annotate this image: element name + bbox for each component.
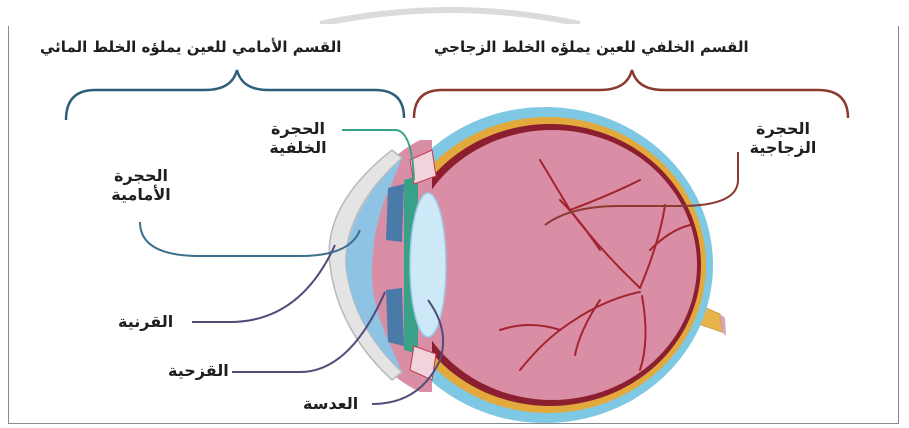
anterior-chamber-label-line2: الأمامية [96, 185, 186, 204]
posterior-section-bracket [414, 70, 848, 118]
anterior-chamber-leader [140, 222, 360, 256]
anterior-chamber-label: الحجرة الأمامية [96, 166, 186, 204]
lens-label: العدسة [303, 394, 358, 413]
lens-shape [410, 193, 446, 337]
iris-shape-lower [386, 288, 404, 346]
anterior-section-bracket [66, 70, 404, 120]
vitreous-chamber-label: الحجرة الزجاجية [738, 119, 828, 157]
posterior-section-label: القسم الخلفي للعين يملؤه الخلط الزجاجي [434, 38, 749, 56]
posterior-chamber-label: الحجرة الخلفية [258, 119, 338, 157]
vitreous-body [407, 130, 697, 400]
iris-shape [386, 184, 404, 242]
cornea-label: القرنية [118, 312, 173, 331]
vitreous-chamber-label-line2: الزجاجية [738, 138, 828, 157]
iris-label: القزحية [168, 361, 229, 380]
posterior-chamber-label-line2: الخلفية [258, 138, 338, 157]
vitreous-chamber-label-line1: الحجرة [738, 119, 828, 138]
anterior-chamber-label-line1: الحجرة [96, 166, 186, 185]
anterior-section-label: القسم الأمامي للعين يملؤه الخلط المائي [40, 38, 341, 56]
posterior-chamber-label-line1: الحجرة [258, 119, 338, 138]
